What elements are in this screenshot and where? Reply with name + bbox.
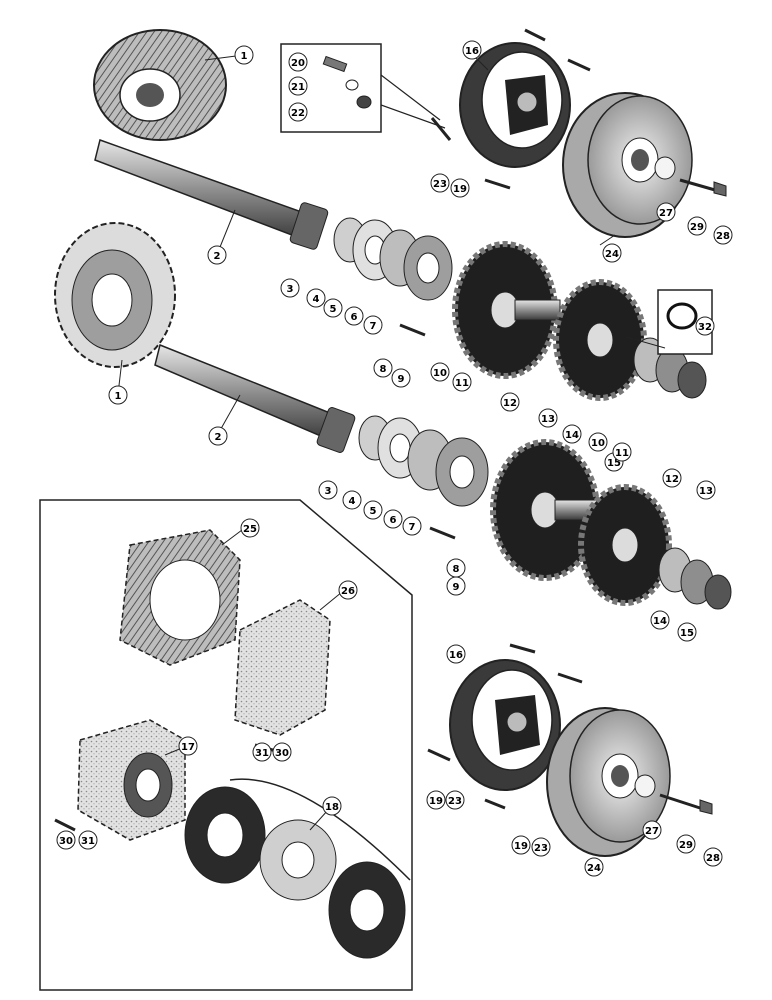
brake-backing-plate-upper: [459, 42, 571, 168]
callout-29a: 29: [690, 222, 704, 233]
callout-21: 21: [291, 82, 305, 93]
ring-gear-lower: [54, 222, 176, 368]
pinion-shaft-upper: [94, 139, 329, 250]
housing-17: [77, 719, 186, 841]
callout-28b: 28: [706, 853, 720, 864]
callout-27a: 27: [659, 208, 673, 219]
callout-29b: 29: [679, 840, 693, 851]
callout-19c: 19: [514, 841, 528, 852]
callout-8a: 8: [380, 364, 387, 375]
callout-27b: 27: [645, 826, 659, 837]
brake-drum-lower: [546, 707, 713, 857]
callout-8b: 8: [453, 564, 460, 575]
callout-14b: 14: [653, 616, 667, 627]
callout-7b: 7: [409, 522, 416, 533]
middle-assembly: [54, 222, 732, 610]
callout-1b: 1: [115, 391, 122, 402]
callout-15a: 15: [607, 458, 621, 469]
callout-12a: 12: [503, 398, 517, 409]
callout-6b: 6: [390, 515, 397, 526]
brake-backing-plate-lower: [449, 659, 561, 791]
callout-26: 26: [341, 586, 355, 597]
bevel-gear-upper: [93, 29, 227, 141]
callout-16a: 16: [465, 46, 479, 57]
spur-gears-lower: [490, 439, 672, 606]
callout-11b: 11: [615, 448, 629, 459]
clutch-disc-18: [184, 778, 411, 959]
callout-16b: 16: [449, 650, 463, 661]
callout-1a: 1: [241, 51, 248, 62]
callout-20: 20: [291, 58, 305, 69]
bearing-nut-upper: [633, 337, 707, 399]
callout-17: 17: [181, 742, 195, 753]
housing-25: [119, 529, 241, 666]
callout-31a: 31: [81, 836, 95, 847]
pinion-shaft-lower: [154, 343, 356, 453]
callout-30a: 30: [59, 836, 73, 847]
callout-32: 32: [698, 322, 712, 333]
callout-31b: 31: [255, 748, 269, 759]
callout-6a: 6: [351, 312, 358, 323]
cover-26: [234, 599, 331, 736]
callout-23b: 23: [448, 796, 462, 807]
callout-30b: 30: [275, 748, 289, 759]
callout-18: 18: [325, 802, 339, 813]
bearing-stack-upper: [333, 217, 453, 301]
callout-25: 25: [243, 524, 257, 535]
callout-labels: 1 2 3 4 5 6 7 8 9 10 11 12 13 14 15 16 2…: [56, 40, 733, 877]
callout-2b: 2: [215, 432, 222, 443]
callout-11a: 11: [455, 378, 469, 389]
bolt-upper: [399, 323, 426, 337]
callout-23a: 23: [433, 179, 447, 190]
spur-gears-upper: [452, 241, 647, 401]
callout-4a: 4: [313, 294, 320, 305]
callout-9a: 9: [398, 374, 405, 385]
callout-2a: 2: [214, 251, 221, 262]
callout-24b: 24: [587, 863, 601, 874]
lower-brake-assembly: [427, 643, 713, 857]
callout-19a: 19: [453, 184, 467, 195]
inset-panel: [39, 499, 413, 991]
callout-15b: 15: [680, 628, 694, 639]
callout-28a: 28: [716, 231, 730, 242]
bearing-nut-lower: [658, 547, 732, 610]
callout-13b: 13: [699, 486, 713, 497]
callout-13a: 13: [541, 414, 555, 425]
callout-24a: 24: [605, 249, 619, 260]
callout-10b: 10: [591, 438, 605, 449]
callout-19b: 19: [429, 796, 443, 807]
callout-3b: 3: [325, 486, 332, 497]
bolt-lower: [429, 526, 456, 540]
callout-4b: 4: [349, 496, 356, 507]
callout-10a: 10: [433, 368, 447, 379]
callout-9b: 9: [453, 582, 460, 593]
callout-22: 22: [291, 108, 305, 119]
callout-5a: 5: [330, 304, 337, 315]
callout-3a: 3: [287, 284, 294, 295]
callout-12b: 12: [665, 474, 679, 485]
callout-5b: 5: [370, 506, 377, 517]
bearing-stack-lower: [358, 415, 489, 507]
callout-7a: 7: [370, 321, 377, 332]
callout-23c: 23: [534, 843, 548, 854]
callout-14a: 14: [565, 430, 579, 441]
upper-assembly: [93, 28, 727, 401]
brake-drum-upper: [562, 92, 727, 238]
